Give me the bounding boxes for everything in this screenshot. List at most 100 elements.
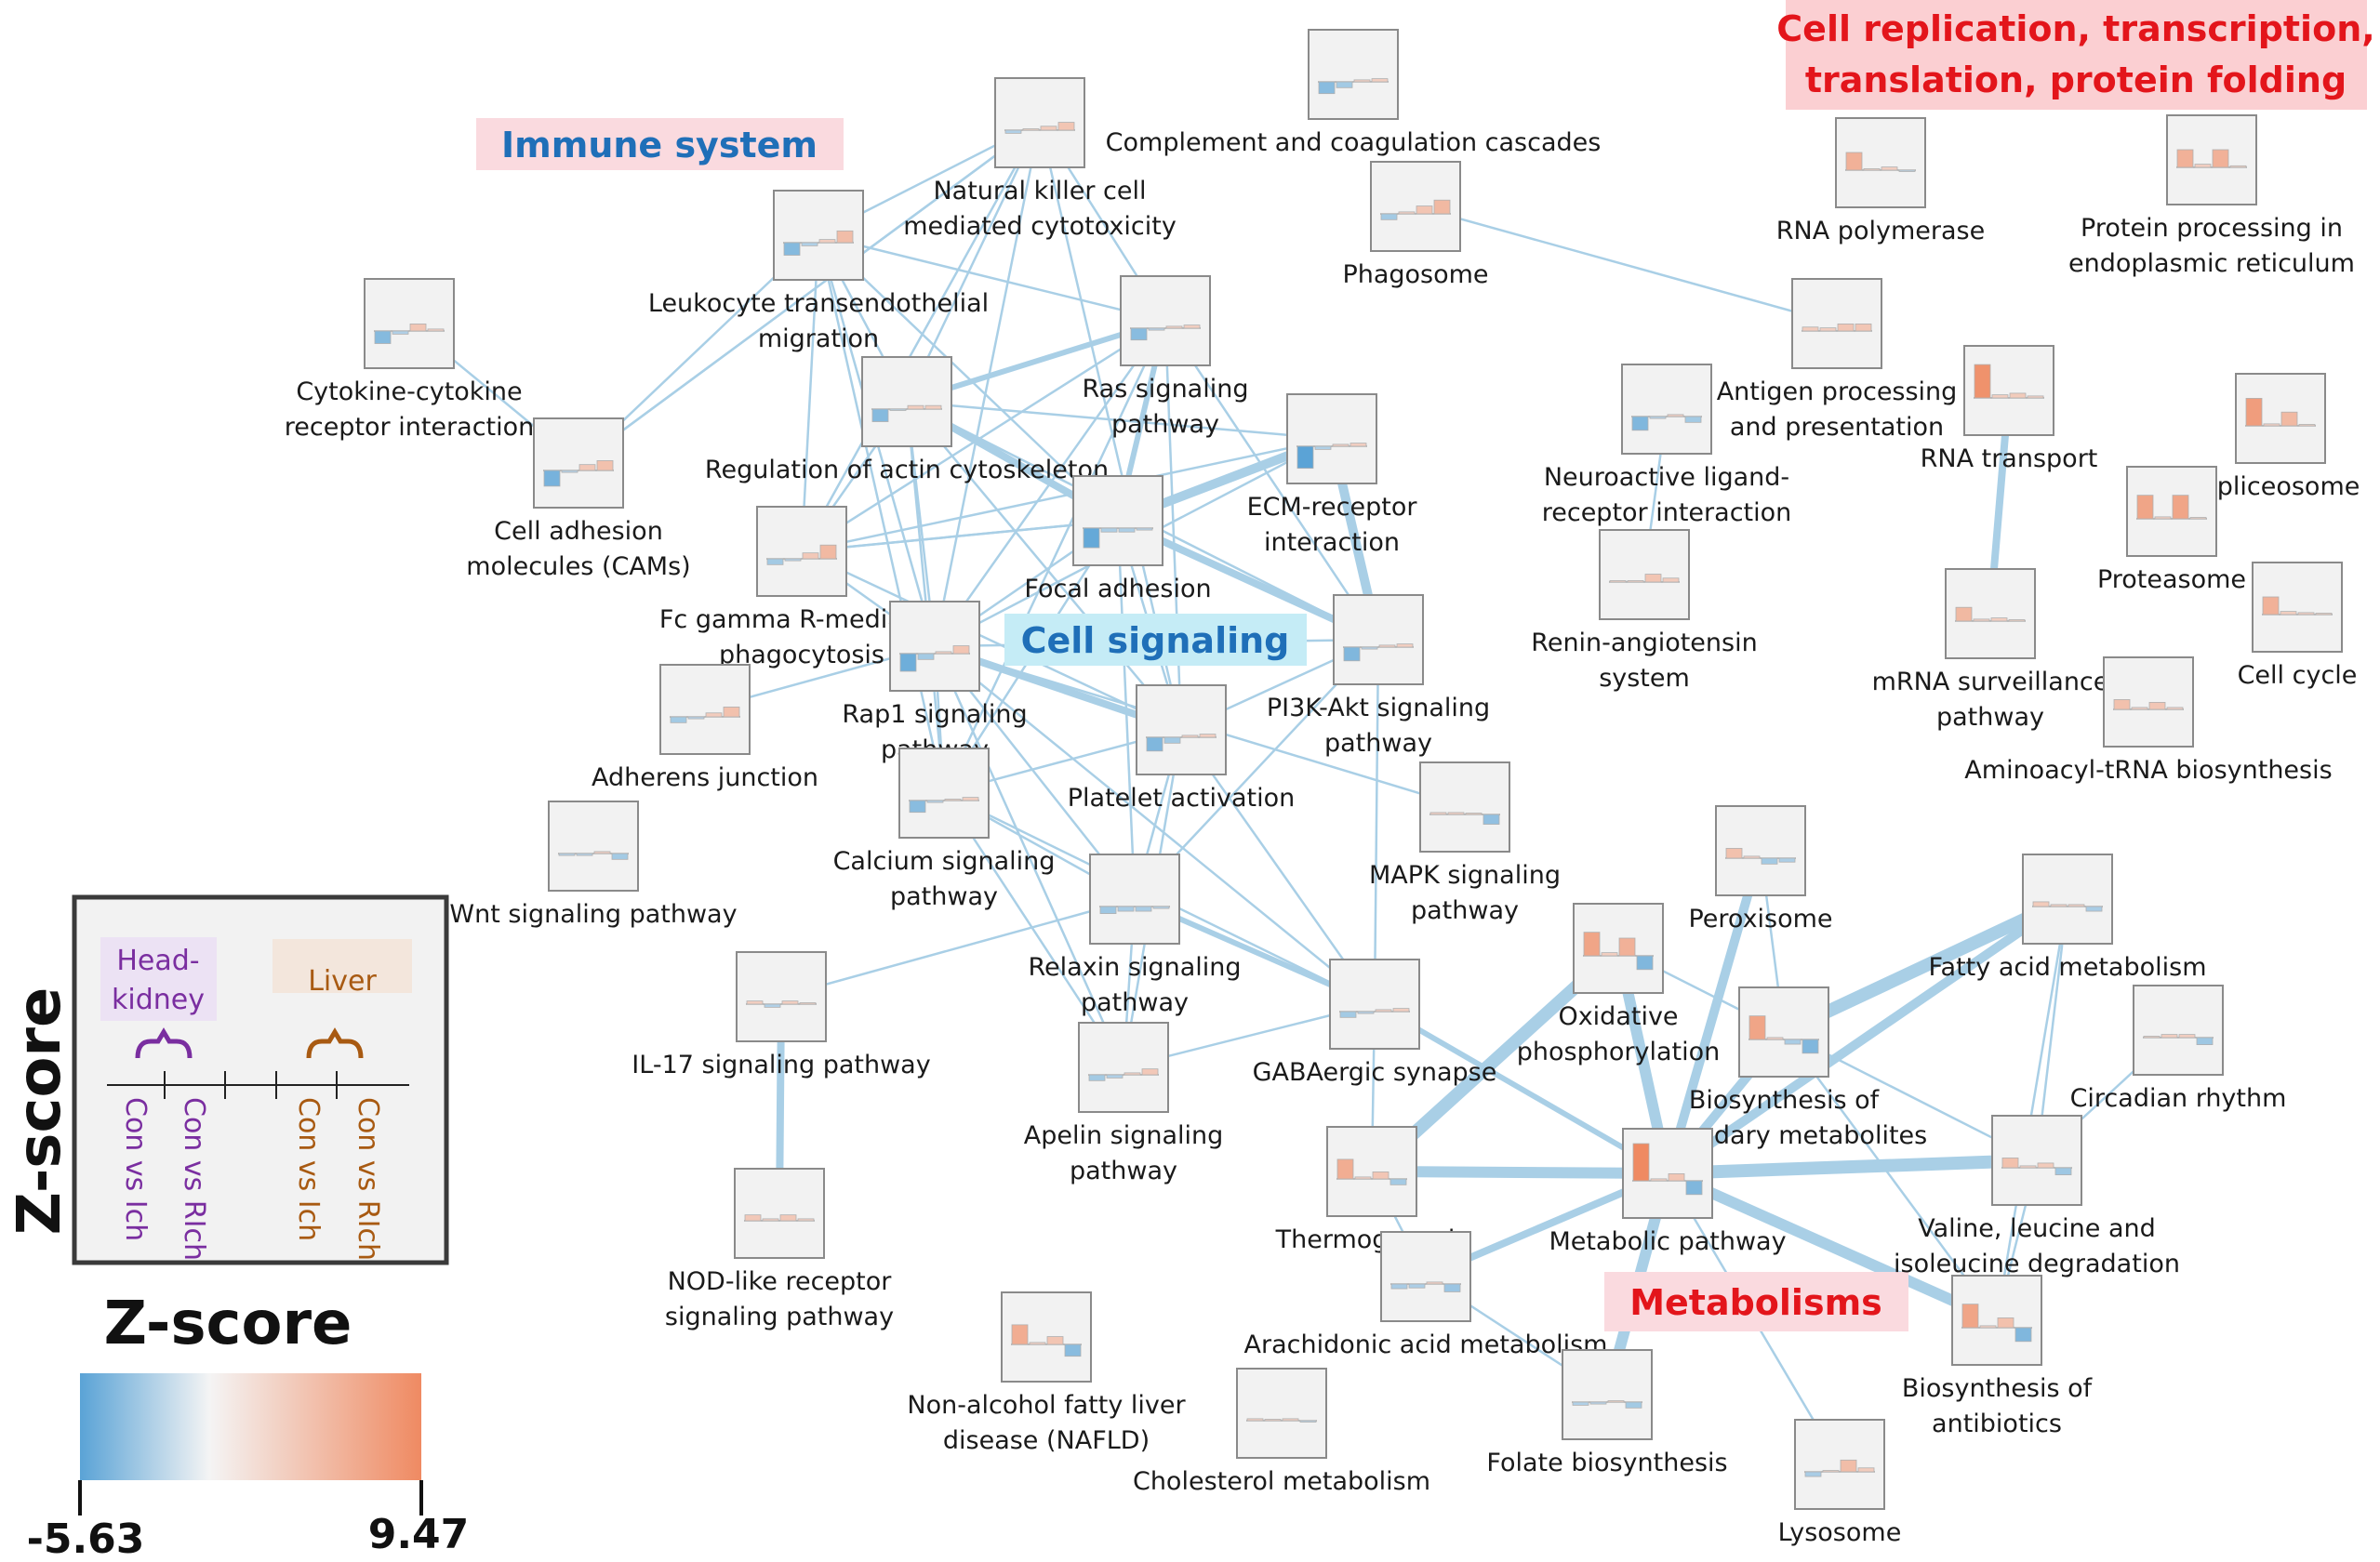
node-metabolic[interactable]: Metabolic pathway xyxy=(1549,1128,1787,1256)
z-bar xyxy=(924,404,942,410)
node-label: pathway xyxy=(1411,896,1519,925)
edge-fcgamma-focal xyxy=(800,519,1120,553)
node-label: and presentation xyxy=(1730,413,1944,442)
node-aminoacyl[interactable]: Aminoacyl-tRNA biosynthesis xyxy=(1964,656,2333,785)
colorscale-min-label: -5.63 xyxy=(27,1516,145,1557)
z-bar xyxy=(1100,527,1118,533)
z-bar xyxy=(1117,906,1135,912)
node-wnt[interactable]: Wnt signaling pathway xyxy=(449,801,738,929)
node-platelet[interactable]: Platelet activation xyxy=(1068,684,1296,813)
node-adherens[interactable]: Adherens junction xyxy=(592,664,818,792)
node-arachidonic[interactable]: Arachidonic acid metabolism xyxy=(1244,1231,1608,1359)
z-bar xyxy=(1991,394,2009,399)
node-rnatransport[interactable]: RNA transport xyxy=(1921,345,2098,473)
group-label-immune-bg xyxy=(476,118,844,170)
node-label: Proteasome xyxy=(2097,565,2246,594)
node-label: molecules (CAMs) xyxy=(466,552,690,581)
legend-comparison-2: Con vs RIch xyxy=(178,1097,210,1261)
node-complement[interactable]: Complement and coagulation cascades xyxy=(1106,29,1602,157)
z-bar xyxy=(1632,1143,1650,1182)
group-label-metabolism-bg xyxy=(1604,1272,1908,1331)
node-label: endoplasmic reticulum xyxy=(2068,249,2355,278)
node-fattyacid[interactable]: Fatty acid metabolism xyxy=(1928,854,2207,982)
node-cam[interactable]: Cell adhesion molecules (CAMs) xyxy=(466,417,691,581)
edge-peroxisome-metabolic xyxy=(1663,846,1765,1178)
node-focal[interactable]: Focal adhesion xyxy=(1024,475,1212,603)
legend-comparison-1: Con vs Ich xyxy=(119,1097,152,1241)
z-bar xyxy=(1819,327,1837,332)
z-bar xyxy=(962,797,979,801)
node-il17[interactable]: IL-17 signaling pathway xyxy=(632,951,931,1079)
node-neuroactive[interactable]: Neuroactive ligand-receptor interaction xyxy=(1542,364,1792,527)
z-bar xyxy=(593,851,611,854)
node-label: Wnt signaling pathway xyxy=(449,900,737,929)
node-phagosome[interactable]: Phagosome xyxy=(1342,161,1489,289)
z-bar xyxy=(926,800,944,803)
node-rnapol[interactable]: RNA polymerase xyxy=(1776,117,1985,245)
edge-leukocyte-calcium xyxy=(817,233,946,795)
z-bar xyxy=(1898,169,1916,172)
edge-fcgamma-platelet xyxy=(800,549,1183,732)
z-bar xyxy=(952,645,970,655)
edge-calcium-apelin xyxy=(942,791,1125,1069)
z-bar xyxy=(1802,1039,1819,1054)
node-cellcycle[interactable]: Cell cycle xyxy=(2238,562,2358,690)
z-bar xyxy=(889,408,907,411)
z-bar xyxy=(1650,1178,1668,1182)
legend-comparison-3: Con vs Ich xyxy=(292,1097,325,1241)
z-bar xyxy=(1046,1336,1064,1345)
node-label: Cell adhesion xyxy=(494,517,663,546)
z-bar xyxy=(596,460,614,471)
node-folate[interactable]: Folate biosynthesis xyxy=(1486,1349,1728,1477)
z-bar xyxy=(1778,857,1796,863)
node-circadian[interactable]: Circadian rhythm xyxy=(2070,985,2287,1113)
z-bar xyxy=(1625,1401,1642,1409)
node-spliceosome[interactable]: Spliceosome xyxy=(2201,373,2360,501)
node-cholesterol[interactable]: Cholesterol metabolism xyxy=(1133,1368,1430,1496)
edge-secondary-antibiotics xyxy=(1782,1030,1999,1322)
node-label: isoleucine degradation xyxy=(1894,1250,2180,1278)
node-actin[interactable]: Regulation of actin cytoskeleton xyxy=(705,356,1109,484)
z-bar xyxy=(1979,1325,1997,1329)
node-box xyxy=(1329,959,1420,1050)
z-bar xyxy=(2154,516,2172,520)
z-bar xyxy=(1601,952,1618,957)
node-peroxisome[interactable]: Peroxisome xyxy=(1688,805,1833,933)
node-label: Cell cycle xyxy=(2238,661,2358,690)
node-label: Spliceosome xyxy=(2201,472,2360,501)
node-label: Peroxisome xyxy=(1688,905,1832,933)
edge-relaxin-il17 xyxy=(779,897,1137,999)
node-label: RNA polymerase xyxy=(1776,217,1985,245)
z-bar xyxy=(1392,1008,1410,1013)
node-lysosome[interactable]: Lysosome xyxy=(1778,1419,1902,1547)
node-gaba[interactable]: GABAergic synapse xyxy=(1253,959,1497,1087)
node-proteasome[interactable]: Proteasome xyxy=(2097,466,2246,594)
z-bar xyxy=(1426,1281,1443,1285)
z-bar xyxy=(1583,932,1601,957)
z-bar xyxy=(1040,126,1057,131)
z-bar xyxy=(1332,443,1350,447)
edge-pi3k-gaba xyxy=(1373,638,1380,1006)
